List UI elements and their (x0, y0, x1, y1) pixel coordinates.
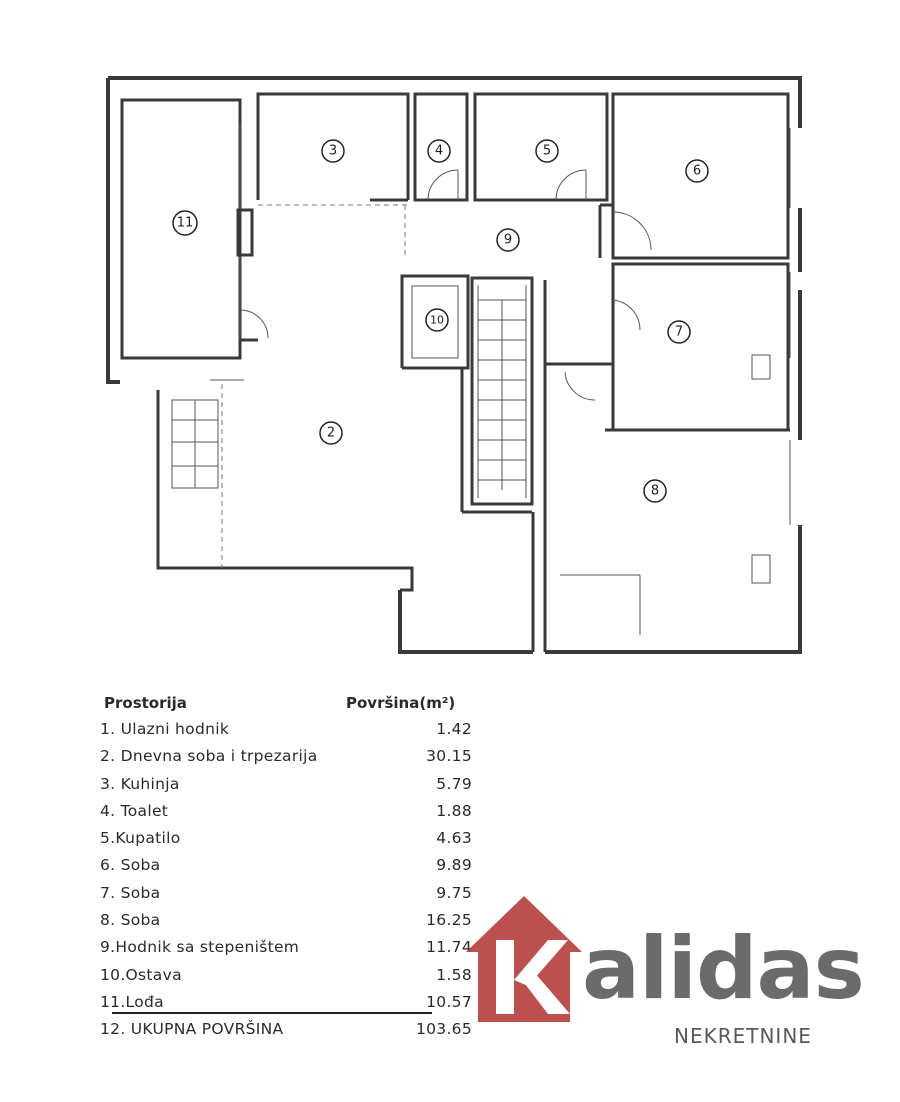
table-row: 1. Ulazni hodnik 1.42 (100, 718, 500, 745)
room-number-8: 8 (651, 484, 659, 499)
row-label: 11.Lođa (100, 992, 164, 1011)
room-label-4: 4 (427, 139, 451, 163)
table-row: 8. Soba 16.25 (100, 909, 500, 936)
table-header: Prostorija Površina(m²) (100, 690, 500, 718)
row-value: 30.15 (426, 747, 472, 766)
row-value: 5.79 (436, 774, 472, 793)
outer-wall-left (106, 78, 120, 384)
room-label-2: 2 (319, 421, 343, 445)
table-row: 4. Toalet 1.88 (100, 800, 500, 827)
row-label: 6. Soba (100, 856, 161, 875)
table-row: 6. Soba 9.89 (100, 854, 500, 881)
row-value: 1.42 (436, 720, 472, 738)
room-label-9: 9 (496, 228, 520, 252)
room-label-6: 6 (685, 159, 709, 183)
room-label-5: 5 (535, 139, 559, 163)
table-row: 2. Dnevna soba i trpezarija 30.15 (100, 745, 500, 772)
room-label-3: 3 (321, 139, 345, 163)
row-label: 8. Soba (100, 911, 161, 930)
row-label: 1. Ulazni hodnik (100, 720, 230, 738)
logo-wordmark: alidas (582, 919, 865, 1019)
row-value: 4.63 (436, 829, 472, 848)
row-label: 2. Dnevna soba i trpezarija (100, 747, 318, 766)
room-number-5: 5 (543, 144, 551, 159)
row-label: 10.Ostava (100, 965, 182, 984)
total-divider (112, 1012, 432, 1014)
row-label: 4. Toalet (100, 801, 169, 820)
room-number-10: 10 (430, 314, 444, 327)
room-11-outline (120, 98, 242, 360)
header-area: Površina(m²) (346, 694, 456, 712)
table-row: 11.Lođa 10.57 (100, 991, 500, 1018)
room-number-3: 3 (329, 144, 337, 159)
area-table: Prostorija Površina(m²) 1. Ulazni hodnik… (100, 690, 500, 1046)
table-row: 3. Kuhinja 5.79 (100, 773, 500, 800)
room-number-2: 2 (327, 426, 335, 441)
room-number-6: 6 (693, 164, 701, 179)
row-label: 5.Kupatilo (100, 829, 181, 848)
row-value: 103.65 (415, 1020, 472, 1039)
kalidas-logo: alidas NEKRETNINE (462, 888, 865, 1058)
row-value: 10.57 (426, 992, 472, 1011)
table-row: 5.Kupatilo 4.63 (100, 827, 500, 854)
row-value: 11.74 (426, 938, 472, 957)
table-row-total: 12. UKUPNA POVRŠINA 103.65 (100, 1018, 500, 1045)
logo-tagline: NEKRETNINE (674, 1024, 812, 1048)
table-row: 10.Ostava 1.58 (100, 964, 500, 991)
row-label: 7. Soba (100, 883, 161, 902)
row-value: 1.58 (436, 965, 472, 984)
house-k-icon (466, 896, 582, 1022)
row-value: 16.25 (426, 911, 472, 930)
table-row: 7. Soba 9.75 (100, 882, 500, 909)
row-value: 9.89 (436, 856, 472, 875)
room-number-7: 7 (675, 325, 683, 340)
room-number-9: 9 (504, 233, 512, 248)
room-number-4: 4 (435, 144, 443, 159)
room-label-11: 11 (172, 210, 198, 236)
room-label-10: 10 (425, 308, 449, 332)
outer-wall (108, 76, 802, 128)
header-room: Prostorija (104, 694, 187, 712)
room-label-7: 7 (667, 320, 691, 344)
row-value: 1.88 (436, 801, 472, 820)
row-label: 3. Kuhinja (100, 774, 180, 793)
row-value: 9.75 (436, 883, 472, 902)
row-label: 12. UKUPNA POVRŠINA (100, 1020, 284, 1039)
table-row: 9.Hodnik sa stepeništem 11.74 (100, 936, 500, 963)
floor-plan: 2 3 4 5 6 7 8 9 10 11 (106, 76, 802, 654)
room-number-11: 11 (177, 216, 194, 231)
row-label: 9.Hodnik sa stepeništem (100, 938, 300, 957)
room-label-8: 8 (643, 479, 667, 503)
